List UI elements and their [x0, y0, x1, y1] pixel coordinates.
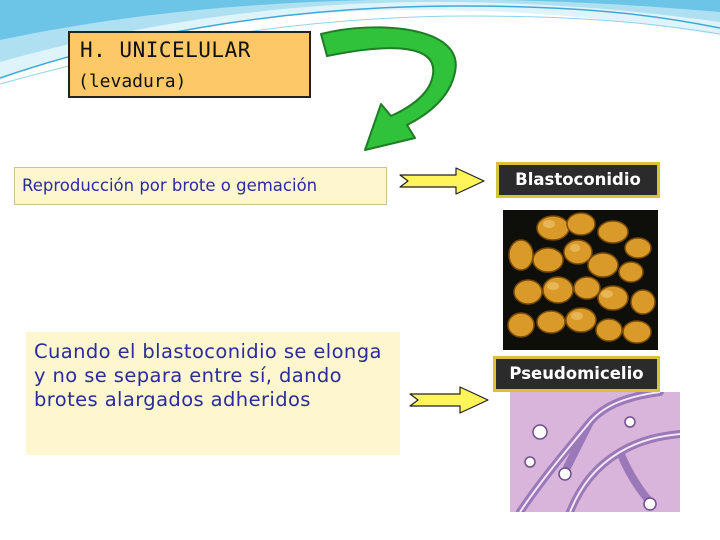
yellow-right-arrow-icon: [409, 386, 489, 414]
reproduction-text: Reproducción por brote o gemación: [22, 176, 318, 195]
title-line-2: (levadura): [78, 71, 187, 92]
elongation-text: Cuando el blastoconidio se elonga y no s…: [34, 340, 382, 411]
title-line-1: H. UNICELULAR: [80, 38, 251, 62]
green-curved-arrow-icon: [320, 26, 457, 151]
elongation-text-box: Cuando el blastoconidio se elonga y no s…: [26, 332, 400, 455]
title-box: H. UNICELULAR (levadura): [68, 31, 311, 98]
blastoconidio-micrograph: [503, 210, 658, 350]
blastoconidio-label: Blastoconidio: [496, 162, 660, 198]
yellow-right-arrow-icon: [399, 167, 485, 195]
pseudomicelio-micrograph: [510, 392, 680, 512]
reproduction-text-box: Reproducción por brote o gemación: [14, 167, 387, 205]
pseudomicelio-label: Pseudomicelio: [493, 356, 660, 392]
